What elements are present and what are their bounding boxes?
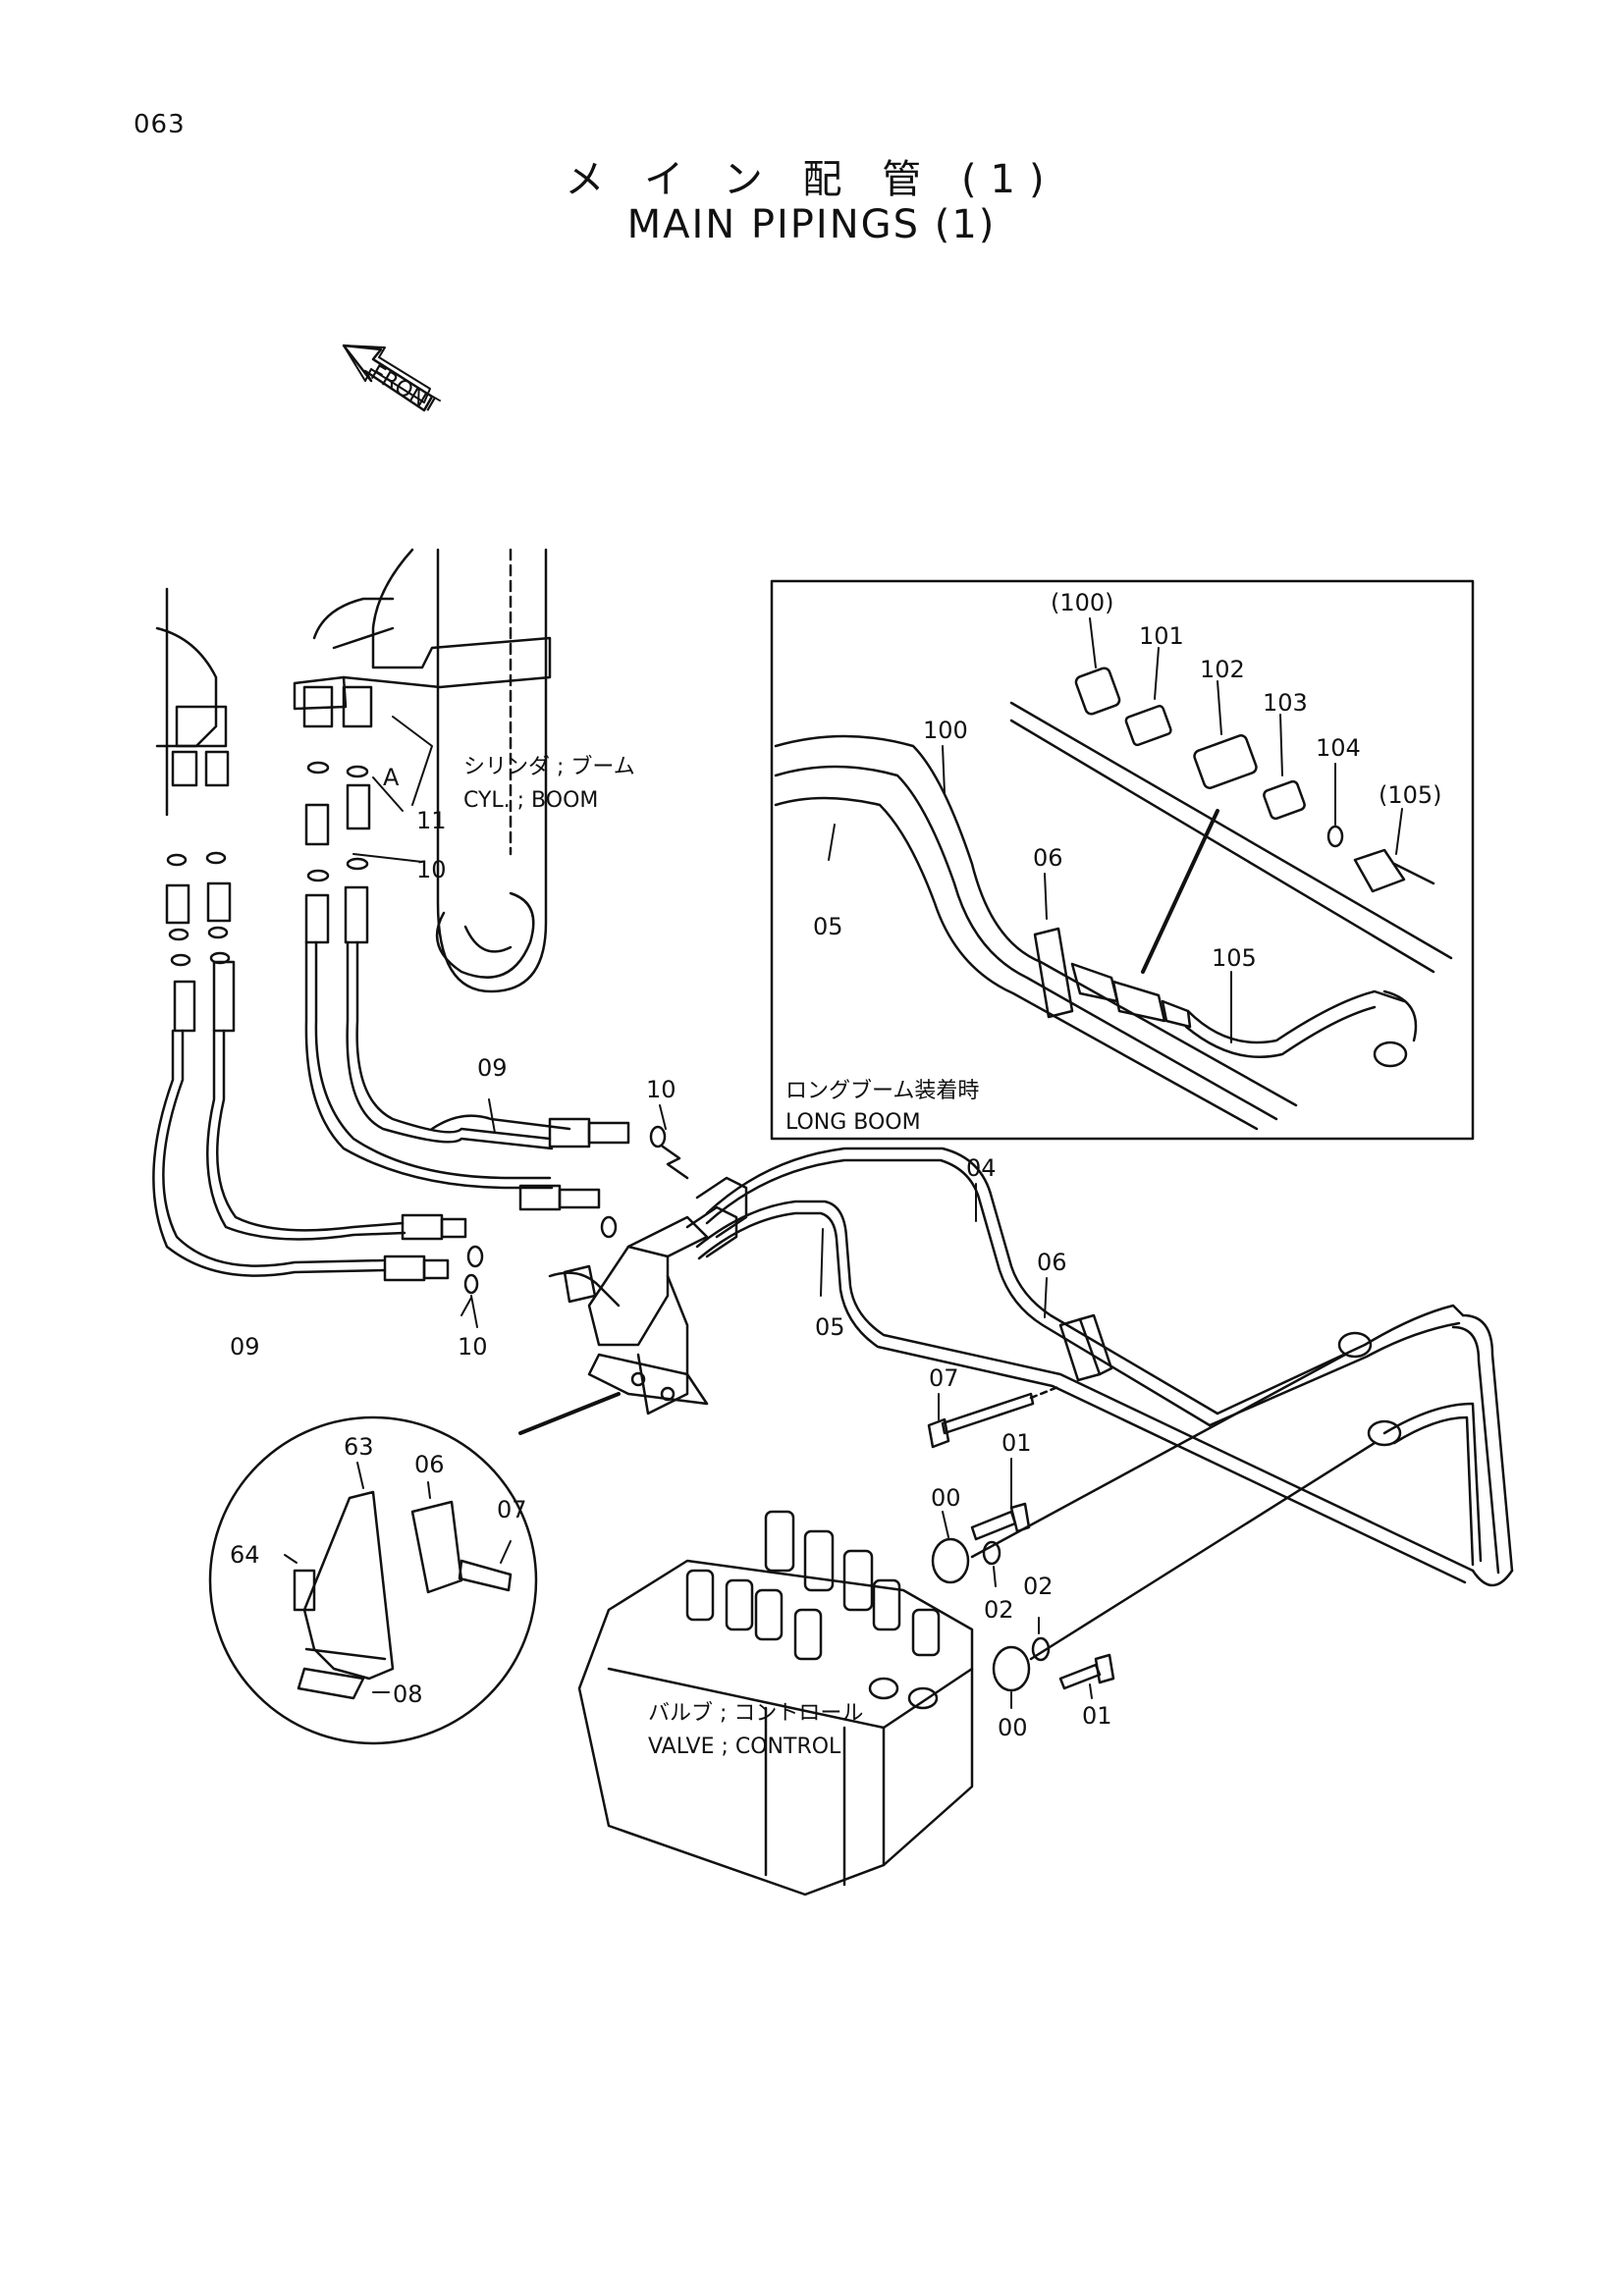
part-00-bottom-label: 00 [998, 1714, 1028, 1741]
long-boom-label-jp: ロングブーム装着時 [785, 1079, 979, 1103]
leader-lines [284, 617, 1403, 1709]
bracket-part-07-label: 07 [497, 1496, 527, 1523]
inset-part-101-label: 101 [1139, 622, 1184, 650]
boom-cylinder [293, 548, 552, 993]
bracket-part-63-label: 63 [344, 1433, 374, 1461]
part-04-label: 04 [966, 1154, 997, 1182]
control-valve-label-jp: バルブ ; コントロール [648, 1701, 863, 1726]
page-title-japanese: メ イ ン 配 管 (1) [565, 157, 1058, 202]
part-10-mid-label: 10 [646, 1076, 676, 1103]
inset-part-104-label: 104 [1316, 734, 1361, 762]
inset-part-105-paren-label: (105) [1379, 781, 1442, 809]
control-valve [577, 1510, 974, 1896]
inset-part-102-label: 102 [1200, 656, 1245, 683]
hoses-09 [152, 940, 689, 1295]
control-valve-label-en: VALVE ; CONTROL [648, 1735, 841, 1759]
bracket-inset [208, 1392, 621, 1745]
bracket-part-06-label: 06 [414, 1451, 445, 1478]
fittings-right [927, 1353, 1377, 1692]
callout-labels: シリンダ ; ブーム CYL. ; BOOM A ロングブーム装着時 LONG … [383, 755, 979, 1759]
part-01-top-label: 01 [1001, 1429, 1032, 1457]
boom-cylinder-label-jp: シリンダ ; ブーム [463, 755, 635, 779]
part-07-label: 07 [929, 1364, 959, 1392]
part-09-bottom-label: 09 [230, 1333, 260, 1361]
page-title-english: MAIN PIPINGS (1) [626, 202, 997, 247]
inset-part-103-label: 103 [1263, 689, 1308, 717]
boom-cylinder-label-en: CYL. ; BOOM [463, 788, 598, 813]
inset-part-05-label: 05 [813, 913, 843, 940]
part-01-bottom-label: 01 [1082, 1702, 1112, 1730]
part-02-a-label: 02 [984, 1596, 1014, 1624]
part-number-labels: 11 10 09 10 09 10 04 05 06 07 01 00 02 0… [230, 807, 1112, 1741]
part-11-label: 11 [416, 807, 447, 834]
upper-fittings [155, 587, 373, 1033]
front-arrow-icon: FRONT [342, 344, 443, 420]
part-10-top-label: 10 [416, 856, 447, 883]
bracket-part-08-label: 08 [393, 1681, 423, 1708]
view-a-label: A [383, 764, 400, 791]
main-pipes [695, 1147, 1514, 1587]
inset-part-100-paren-label: (100) [1051, 589, 1114, 616]
part-05-label: 05 [815, 1313, 845, 1341]
part-02-b-label: 02 [1023, 1573, 1054, 1600]
bracket-part-labels: 63 06 07 64 08 [230, 1433, 527, 1708]
manifold-block [548, 1176, 748, 1415]
long-boom-label-en: LONG BOOM [785, 1110, 921, 1135]
inset-part-100-label: 100 [923, 717, 968, 744]
page-number: 063 [134, 110, 186, 139]
part-06-label: 06 [1037, 1249, 1067, 1276]
inset-part-06-label: 06 [1033, 844, 1063, 872]
part-09-top-label: 09 [477, 1054, 508, 1082]
part-10-bottom-label: 10 [458, 1333, 488, 1361]
bracket-part-64-label: 64 [230, 1541, 260, 1569]
long-boom-part-labels: (100) 101 102 103 104 (105) 100 05 06 10… [813, 589, 1442, 972]
inset-part-105-label: 105 [1212, 944, 1257, 972]
long-boom-inset [770, 579, 1475, 1141]
front-arrow-label: FRONT [366, 361, 443, 420]
part-00-top-label: 00 [931, 1484, 961, 1512]
